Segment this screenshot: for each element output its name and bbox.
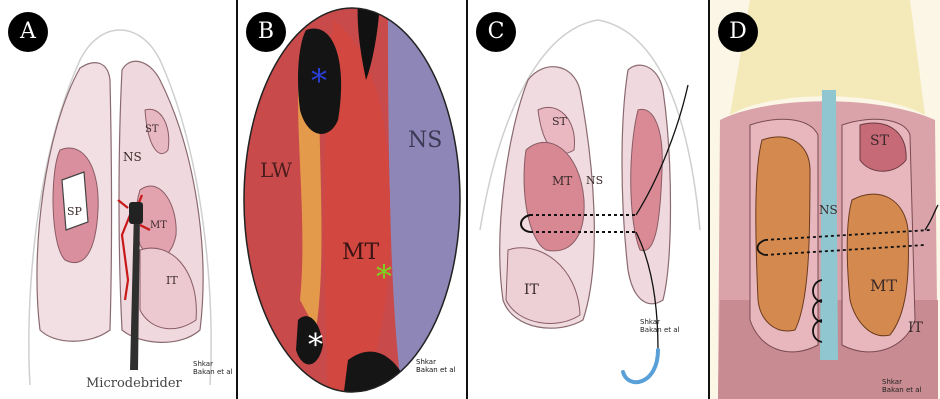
panel-a-label-microdebrider: Microdebrider: [86, 376, 182, 391]
panel-b-drawing: [238, 0, 466, 399]
panel-a-drawing: [0, 0, 236, 399]
panel-b-badge: B: [246, 12, 286, 52]
panel-a-label-mt: MT: [150, 220, 167, 231]
green-asterisk-marker: *: [376, 258, 392, 296]
panel-c: C ST MT NS IT Shkar Bakan et al: [468, 0, 710, 399]
panel-b-label-ns: NS: [408, 128, 442, 153]
panel-a-label-st: ST: [145, 124, 159, 135]
panel-a-badge: A: [8, 12, 48, 52]
panel-d-badge: D: [718, 12, 758, 52]
panel-b-label-mt: MT: [342, 240, 379, 265]
panel-b-label-lw: LW: [260, 158, 292, 182]
panel-c-signature: Shkar Bakan et al: [640, 318, 679, 334]
panel-a-label-ns: NS: [123, 150, 142, 164]
panel-c-drawing: [468, 0, 708, 399]
panel-b: B LW MT NS * * * Shkar Bakan et al: [238, 0, 468, 399]
panel-a-signature: Shkar Bakan et al: [193, 360, 232, 376]
panel-d-label-st: ST: [870, 133, 889, 149]
panel-a-label-it: IT: [166, 274, 178, 287]
panel-a: A SP ST NS MT IT Microdebrider Shkar Bak…: [0, 0, 238, 399]
panel-c-badge: C: [476, 12, 516, 52]
panel-c-label-st: ST: [552, 115, 567, 128]
panel-d-label-it: IT: [908, 320, 923, 336]
panel-c-label-ns: NS: [586, 174, 603, 187]
microdebrider-tip: [129, 202, 143, 224]
panel-c-label-it: IT: [524, 282, 539, 298]
panel-b-signature: Shkar Bakan et al: [416, 358, 455, 374]
panel-d-signature: Shkar Bakan et al: [882, 378, 921, 394]
panel-d-label-ns: NS: [819, 203, 838, 217]
panel-c-label-mt: MT: [552, 174, 572, 188]
panel-d-drawing: [710, 0, 940, 399]
white-asterisk-marker: *: [308, 328, 323, 363]
panel-d: D ST NS MT IT Shkar Bakan et al: [710, 0, 940, 399]
panel-a-label-sp: SP: [67, 205, 82, 218]
blue-asterisk-marker: *: [311, 62, 327, 100]
panel-d-label-mt: MT: [870, 276, 897, 295]
